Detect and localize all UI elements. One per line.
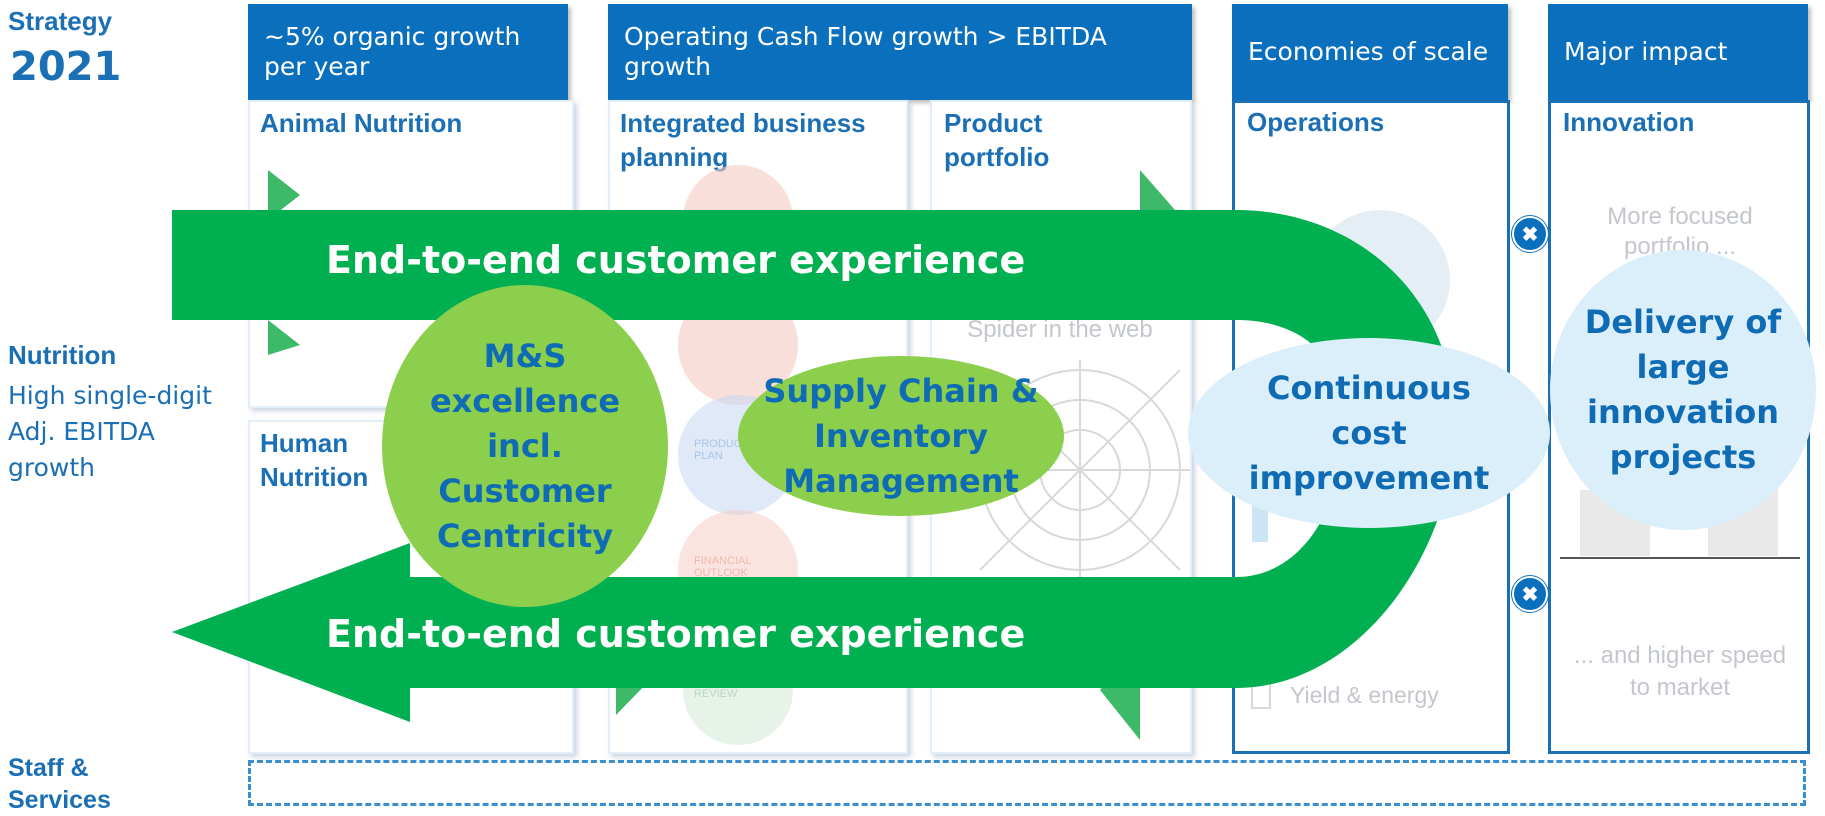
column-title-animal: Animal Nutrition [260, 108, 463, 138]
yield-energy-text: Yield & energy [1290, 682, 1439, 708]
animal-small-arrow-2 [268, 320, 300, 355]
staff-services-label: Staff & Services [8, 754, 111, 814]
column-title-operations: Operations [1247, 107, 1385, 137]
bubble-supply-chain: Supply Chain & Inventory Management [738, 356, 1064, 516]
header-economies-text: Economies of scale [1248, 37, 1489, 66]
header-impact-text: Major impact [1564, 37, 1728, 66]
nutrition-title: Nutrition [8, 340, 117, 370]
header-economies-of-scale: Economies of scale [1232, 4, 1508, 100]
bubble-delivery-innovation: Delivery of large innovation projects [1550, 250, 1816, 530]
bubble-ms-text: M&S excellence incl. Customer Centricity [429, 336, 621, 555]
header-cash-flow: Operating Cash Flow growth > EBITDA grow… [608, 4, 1192, 100]
column-title-human: Human Nutrition [260, 428, 369, 492]
nutrition-description: High single-digit Adj. EBITDA growth [8, 381, 212, 482]
header-major-impact: Major impact [1548, 4, 1808, 100]
higher-speed-text: ... and higher speed to market [1573, 642, 1787, 701]
financial-outlook-text: FINANCIAL OUTLOOK [694, 555, 752, 579]
bubble-supply-text: Supply Chain & Inventory Management [763, 371, 1039, 500]
column-title-ibp: Integrated business planning [620, 108, 866, 172]
arrow-top-label: End-to-end customer experience [326, 238, 1026, 282]
bubble-delivery-text: Delivery of large innovation projects [1584, 303, 1782, 476]
close-icon[interactable]: ✖ [1512, 216, 1548, 252]
strategy-year: 2021 [10, 44, 122, 90]
spider-in-the-web-text: Spider in the web [967, 316, 1153, 343]
review-text: REVIEW [694, 688, 738, 700]
arrow-bottom-label: End-to-end customer experience [326, 612, 1026, 656]
bubble-continuous-cost: Continuous cost improvement [1188, 338, 1550, 528]
header-organic-growth: ~5% organic growth per year [248, 4, 568, 100]
strategy-label: Strategy [8, 6, 113, 36]
bubble-ms-excellence: M&S excellence incl. Customer Centricity [382, 285, 668, 607]
bubble-cost-text: Continuous cost improvement [1248, 368, 1490, 497]
staff-services-box [248, 760, 1806, 806]
column-title-innovation: Innovation [1563, 107, 1695, 137]
column-title-portfolio: Product portfolio [944, 108, 1050, 172]
animal-small-arrow-1 [268, 170, 300, 220]
close-icon[interactable]: ✖ [1512, 576, 1548, 612]
